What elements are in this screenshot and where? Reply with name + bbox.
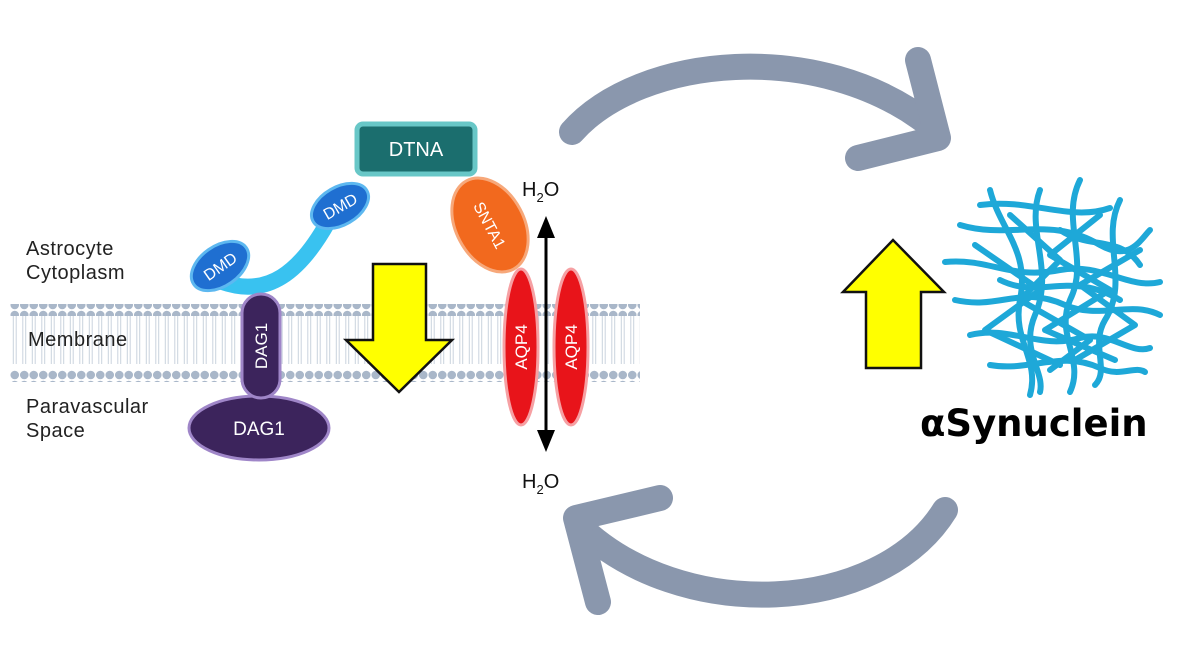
aqp4-left: AQP4 <box>502 267 540 427</box>
dag1-extracellular: DAG1 <box>187 394 331 462</box>
synuclein-label: αSynuclein <box>920 402 1148 445</box>
dmd-upper: DMD <box>310 181 370 231</box>
synuclein-aggregate-icon <box>942 177 1163 398</box>
aqp4-right-label: AQP4 <box>562 324 581 369</box>
cycle-arrow-bottom <box>563 485 958 615</box>
astrocyte-cytoplasm-label: Astrocyte Cytoplasm <box>26 237 125 285</box>
aqp4-left-label: AQP4 <box>512 324 531 369</box>
paravascular-space-label: Paravascular Space <box>26 395 149 443</box>
snta1: SNTA1 <box>450 176 530 274</box>
dag1-membrane: DAG1 <box>240 292 282 400</box>
dtna: DTNA <box>354 121 478 177</box>
membrane-label: Membrane <box>28 329 128 351</box>
paravascular-label-line1: Paravascular <box>26 396 149 418</box>
water-flow-arrow <box>537 216 555 452</box>
astrocyte-label-line1: Astrocyte <box>26 238 114 260</box>
decrease-arrow-icon <box>342 262 456 394</box>
increase-arrow-icon <box>840 238 947 370</box>
cycle-arrow-top <box>559 47 951 171</box>
dag1-membrane-label: DAG1 <box>252 323 271 369</box>
dtna-label: DTNA <box>389 139 444 161</box>
water-bottom-label: H2O <box>522 471 559 497</box>
astrocyte-label-line2: Cytoplasm <box>26 262 125 284</box>
dag1-extracellular-label: DAG1 <box>233 419 285 440</box>
dmd-linker <box>214 214 336 295</box>
dmd-lower: DMD <box>189 239 251 293</box>
aqp4-right: AQP4 <box>552 267 590 427</box>
paravascular-label-line2: Space <box>26 420 86 442</box>
water-top-label: H2O <box>522 179 559 205</box>
